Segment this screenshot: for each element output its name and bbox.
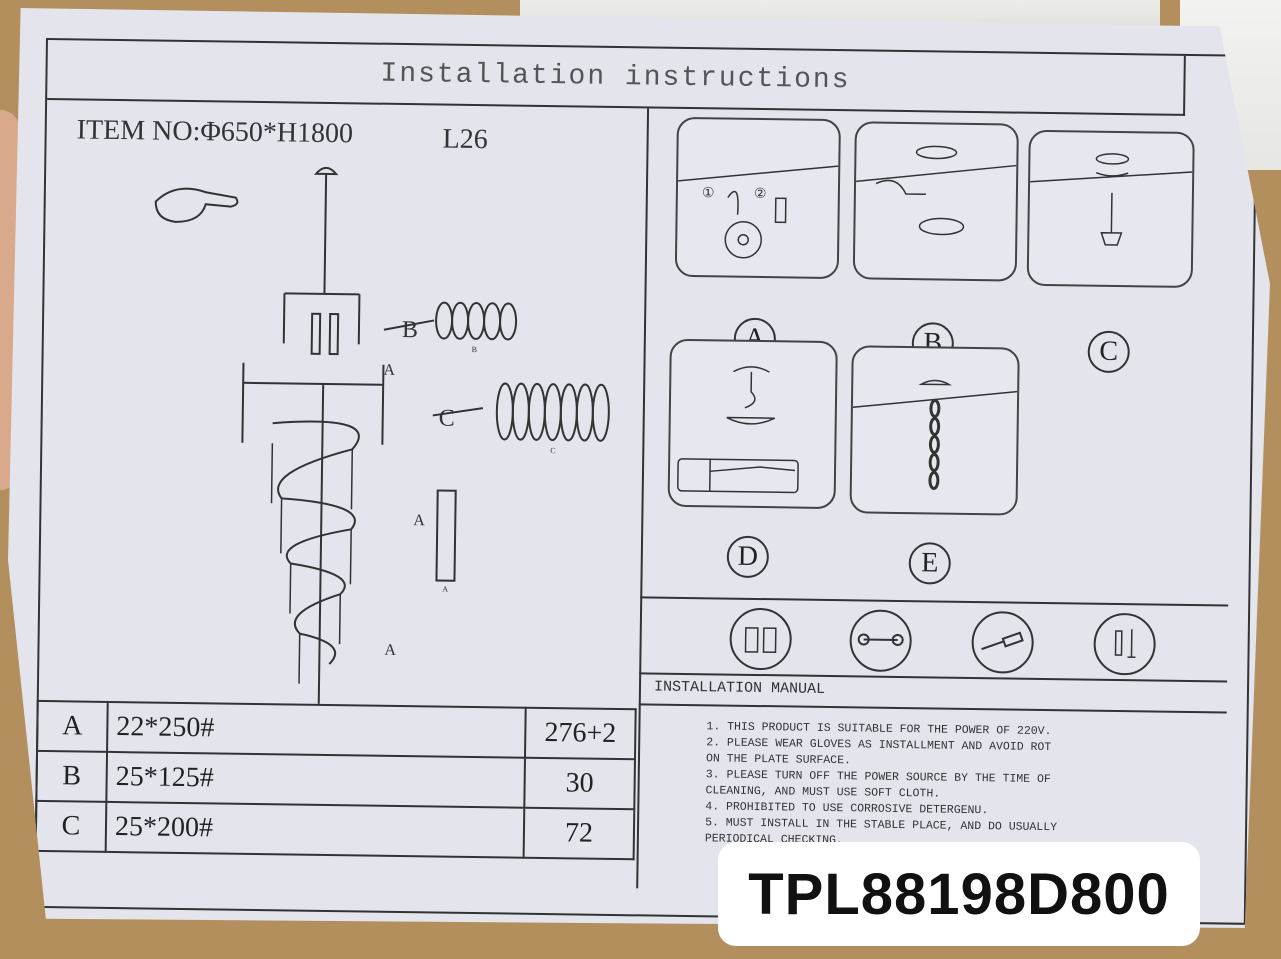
anchor-screw-icon xyxy=(1093,612,1157,676)
step-a-marker-2: ② xyxy=(754,187,767,202)
step-d-panel xyxy=(667,338,838,510)
spec-code: B xyxy=(36,750,108,802)
label-a-upper: A xyxy=(383,362,395,379)
product-code: TPL88198D800 xyxy=(748,861,1170,927)
step-label-c: C xyxy=(1087,330,1131,374)
chandelier-diagram: B C A A A B C A xyxy=(154,166,610,704)
step-c-illustration xyxy=(1030,153,1193,246)
spec-quantity: 276+2 xyxy=(524,707,636,760)
manual-list: 1. THIS PRODUCT IS SUITABLE FOR THE POWE… xyxy=(705,719,1067,852)
tools-row xyxy=(639,596,1229,683)
step-d-illustration xyxy=(677,366,799,494)
table-row: B 25*125# 30 xyxy=(36,750,635,810)
spec-size: 25*200# xyxy=(105,801,525,858)
label-a-small: A xyxy=(442,585,448,594)
spec-table: A 22*250# 276+2 B 25*125# 30 C 25*200# 7… xyxy=(35,700,637,860)
spec-size: 25*125# xyxy=(106,751,525,808)
manual-separator xyxy=(638,703,1227,714)
label-a-lower: A xyxy=(384,642,396,659)
pointing-hand-icon xyxy=(154,187,239,223)
screwdriver-icon xyxy=(971,610,1035,674)
spec-code: A xyxy=(37,700,108,752)
label-b-small: B xyxy=(472,345,477,354)
manual-title: INSTALLATION MANUAL xyxy=(653,678,826,698)
step-b-illustration xyxy=(856,145,1017,236)
label-c: C xyxy=(439,406,455,432)
step-e-illustration xyxy=(852,379,1018,490)
spec-quantity: 30 xyxy=(524,757,635,810)
step-label-d: D xyxy=(726,535,770,579)
step-c-panel xyxy=(1026,129,1195,289)
step-e-panel xyxy=(849,345,1020,516)
spec-code: C xyxy=(35,800,107,852)
spec-size: 22*250# xyxy=(107,701,526,758)
step-a-panel: ① ② xyxy=(674,116,841,280)
table-row: C 25*200# 72 xyxy=(35,800,635,860)
document-title: Installation instructions xyxy=(380,58,851,96)
step-a-marker-1: ① xyxy=(702,186,715,201)
manual-item: 3. PLEASE TURN OFF THE POWER SOURCE BY T… xyxy=(705,768,1051,801)
label-c-small: C xyxy=(550,446,555,455)
step-b-panel xyxy=(852,121,1019,282)
header-bar: Installation instructions xyxy=(47,40,1186,116)
step-label-e: E xyxy=(908,542,952,585)
instruction-sheet: Installation instructions ITEM NO:Φ650*H… xyxy=(8,8,1270,928)
table-row: A 22*250# 276+2 xyxy=(37,700,636,760)
spec-quantity: 72 xyxy=(523,807,635,860)
gloves-icon xyxy=(729,607,793,671)
step-a-illustration: ① ② xyxy=(677,165,839,259)
vertical-divider xyxy=(636,108,650,889)
label-b: B xyxy=(402,317,418,343)
label-a-middle: A xyxy=(413,512,425,529)
wrench-icon xyxy=(849,609,913,673)
sheet-frame: Installation instructions ITEM NO:Φ650*H… xyxy=(33,38,1258,925)
product-code-tag: TPL88198D800 xyxy=(718,842,1200,946)
manual-item: 2. PLEASE WEAR GLOVES AS INSTALLMENT AND… xyxy=(705,736,1052,768)
